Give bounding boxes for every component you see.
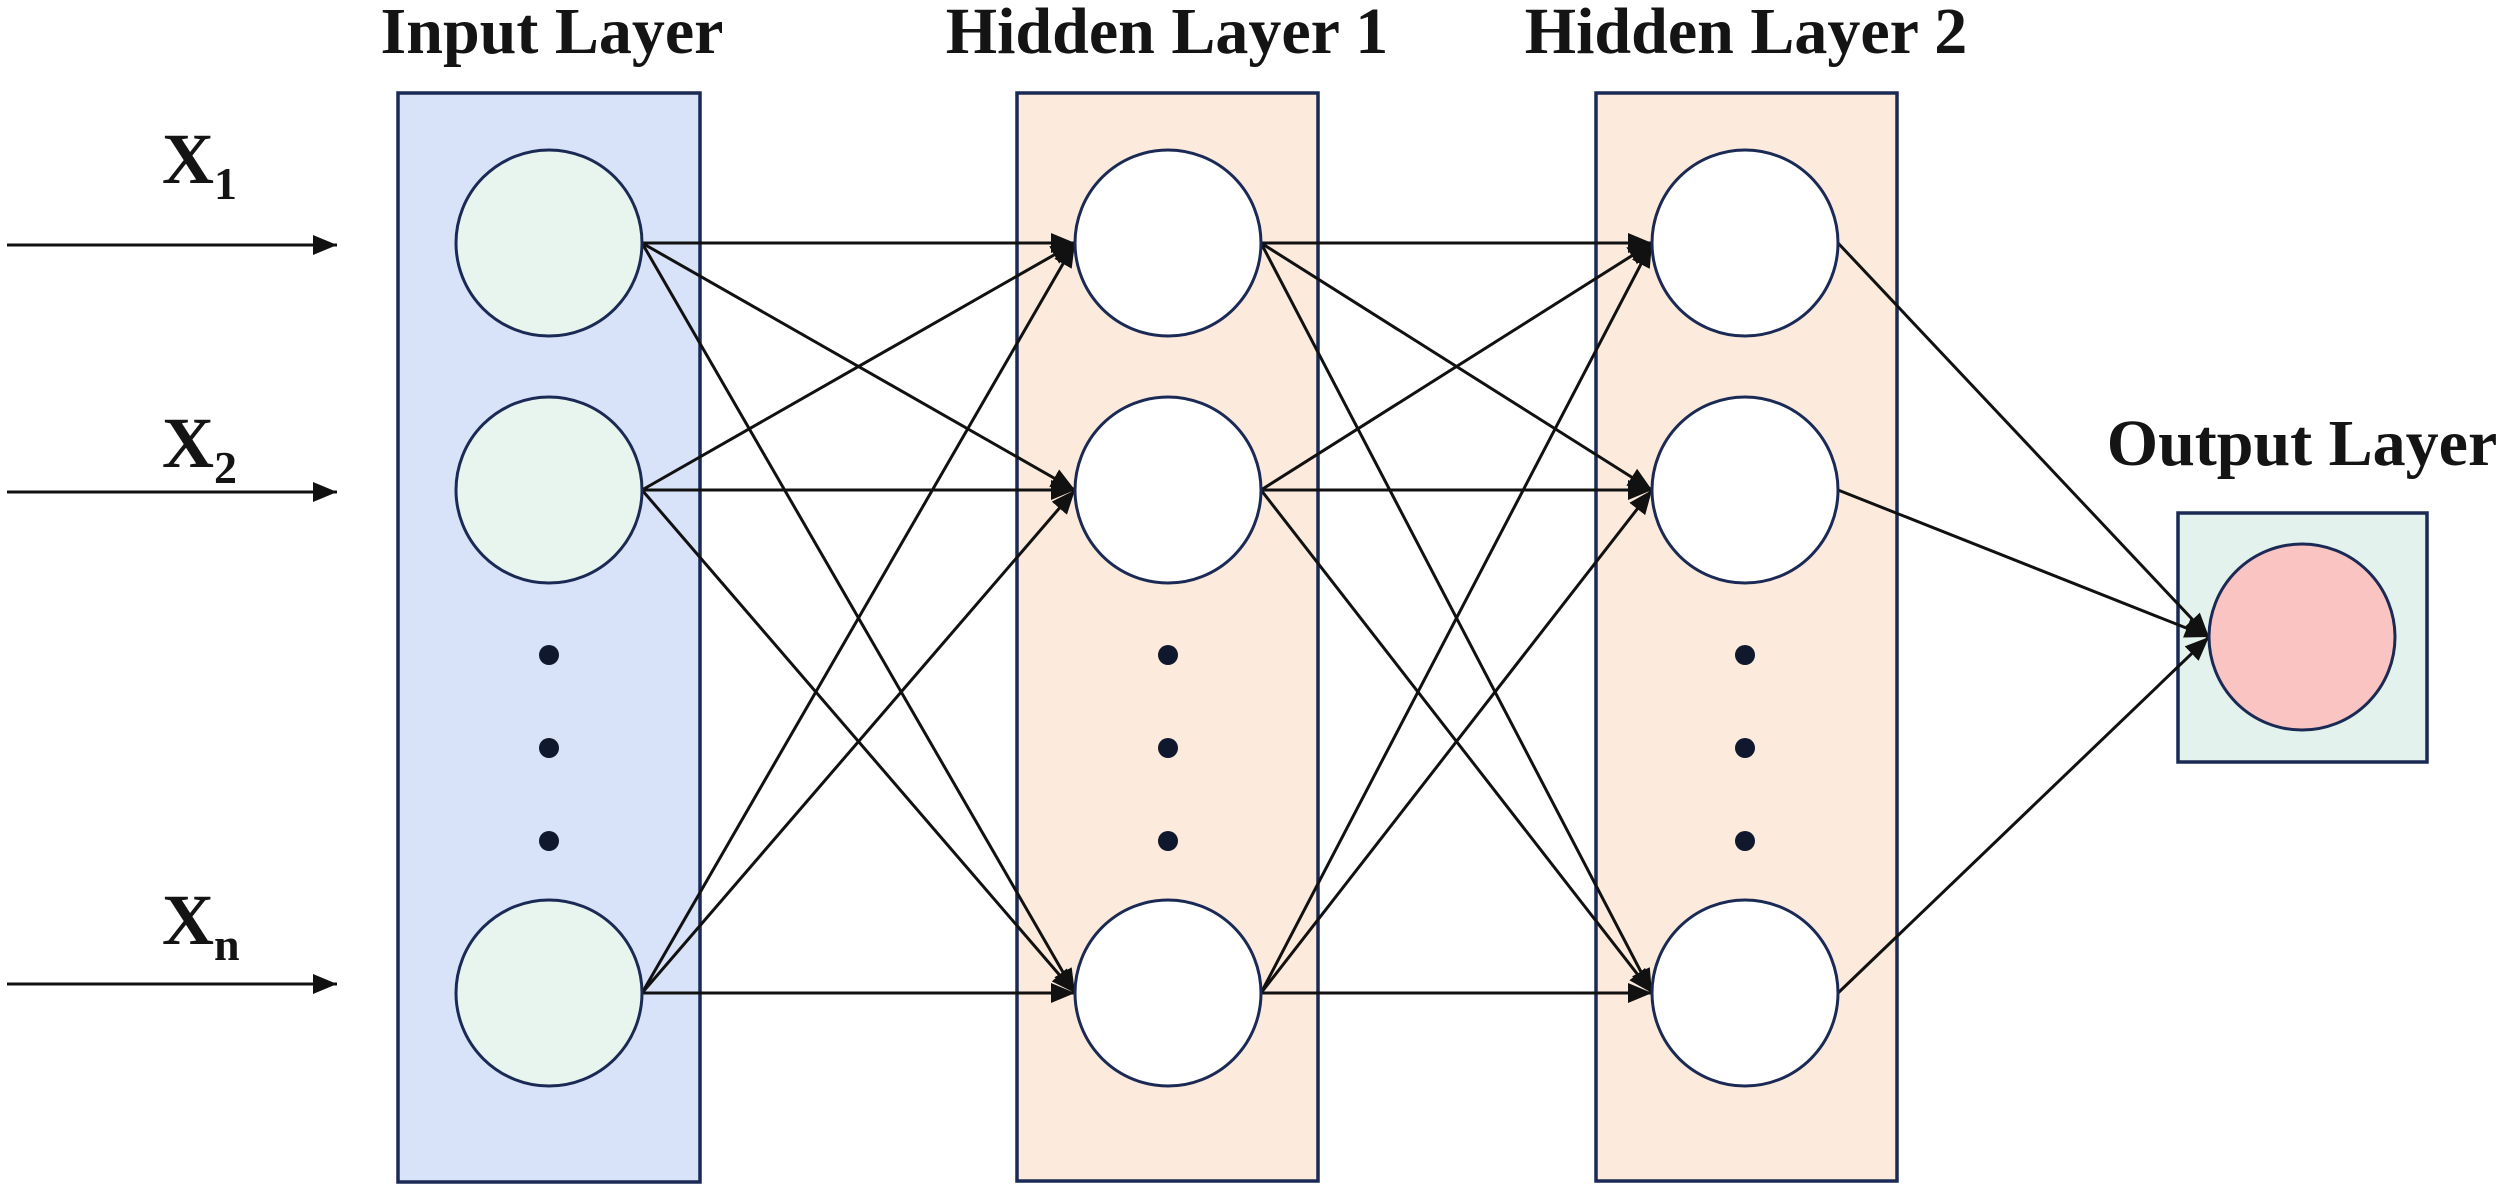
connection-line — [1260, 241, 1653, 492]
ellipsis-dot — [1735, 645, 1755, 665]
input-node-1 — [454, 148, 644, 338]
hidden1-node-n — [1073, 898, 1263, 1088]
hidden1-node-1 — [1073, 148, 1263, 338]
ellipsis-dot — [1158, 831, 1178, 851]
hidden-layer-1-title: Hidden Layer 1 — [946, 0, 1389, 68]
input-variable-labels: X1 X2 Xn — [162, 119, 240, 970]
output-layer-title: Output Layer — [2107, 407, 2498, 480]
connection-line — [1836, 635, 2211, 995]
input-label-x2: X2 — [162, 403, 237, 493]
edges-hidden1-to-hidden2 — [1259, 233, 1654, 1003]
connection-line — [1259, 489, 1654, 994]
layer-nodes — [454, 148, 2397, 1088]
connection-line — [641, 241, 1076, 492]
ellipsis-dots — [539, 645, 1755, 851]
input-label-sub: 1 — [214, 158, 237, 209]
input-label-xn: Xn — [162, 880, 240, 970]
hidden1-node-2 — [1073, 395, 1263, 585]
connection-line — [1837, 488, 2210, 639]
ellipsis-dot — [1158, 738, 1178, 758]
hidden2-node-1 — [1650, 148, 1840, 338]
input-label-base: X — [162, 880, 214, 960]
input-label-base: X — [162, 403, 214, 483]
input-node-n — [454, 898, 644, 1088]
input-node-2 — [454, 395, 644, 585]
input-label-sub: n — [214, 919, 240, 970]
edges-hidden2-to-output — [1836, 241, 2211, 995]
layer-boxes — [396, 91, 2429, 1184]
ellipsis-dot — [539, 831, 559, 851]
hidden2-node-n — [1650, 898, 1840, 1088]
output-node — [2207, 542, 2397, 732]
ellipsis-dot — [1158, 645, 1178, 665]
input-label-base: X — [162, 119, 214, 199]
ellipsis-dot — [539, 645, 559, 665]
layer-titles: Input Layer Hidden Layer 1 Hidden Layer … — [381, 0, 2498, 480]
ellipsis-dot — [1735, 738, 1755, 758]
connection-line — [640, 489, 1077, 994]
hidden-layer-2-title: Hidden Layer 2 — [1525, 0, 1968, 68]
ellipsis-dot — [1735, 831, 1755, 851]
input-layer-title: Input Layer — [381, 0, 724, 68]
ellipsis-dot — [539, 738, 559, 758]
connection-line — [1836, 241, 2211, 639]
connection-line — [1259, 242, 1654, 994]
hidden2-node-2 — [1650, 395, 1840, 585]
connection-line — [640, 242, 1077, 994]
input-label-sub: 2 — [214, 442, 237, 493]
input-label-x1: X1 — [162, 119, 237, 209]
edges-input-to-hidden1 — [640, 233, 1077, 1003]
input-arrows — [7, 235, 337, 994]
